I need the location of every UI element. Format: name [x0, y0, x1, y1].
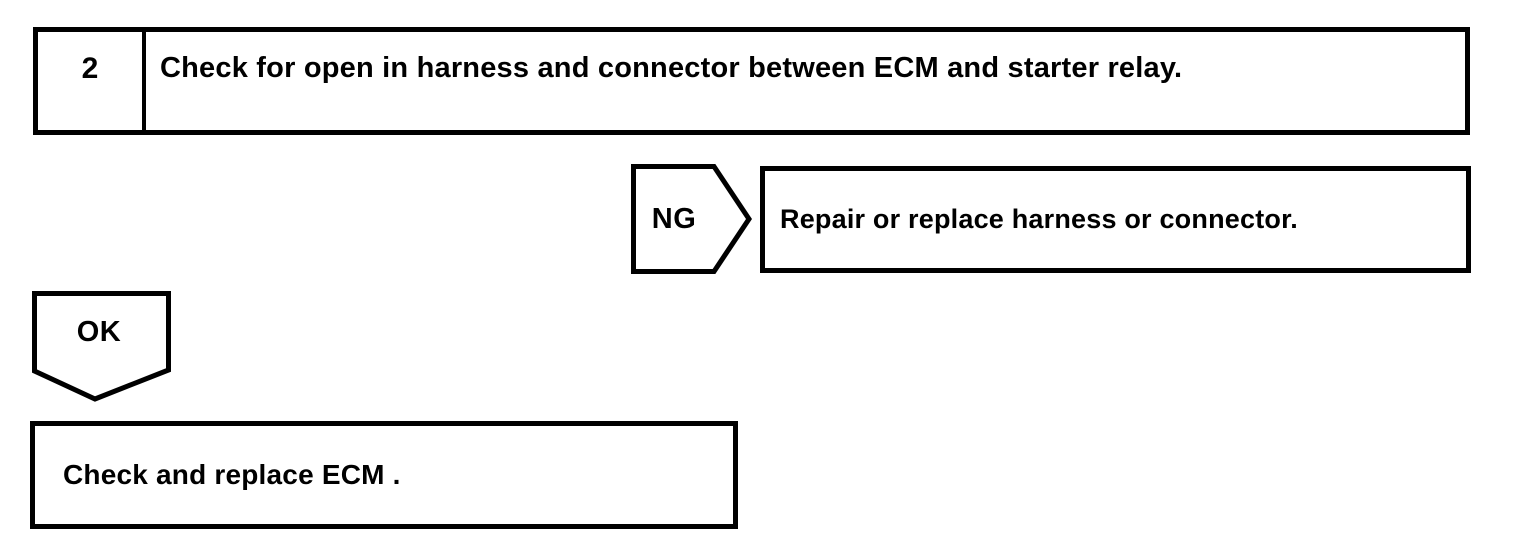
- ng-pentagon-icon: [631, 164, 752, 274]
- step-box: 2 Check for open in harness and connecto…: [33, 27, 1470, 135]
- ok-action-box: Check and replace ECM .: [30, 421, 738, 529]
- ok-pentagon-icon: [32, 291, 171, 402]
- ng-connector-label: NG: [651, 202, 697, 235]
- ok-connector-label: OK: [76, 315, 122, 348]
- step-number: 2: [38, 32, 146, 130]
- step-instruction: Check for open in harness and connector …: [160, 52, 1183, 84]
- ng-action-box: Repair or replace harness or connector.: [760, 166, 1471, 273]
- ng-pentagon-outline: [631, 164, 752, 274]
- ok-pentagon-outline: [32, 291, 171, 402]
